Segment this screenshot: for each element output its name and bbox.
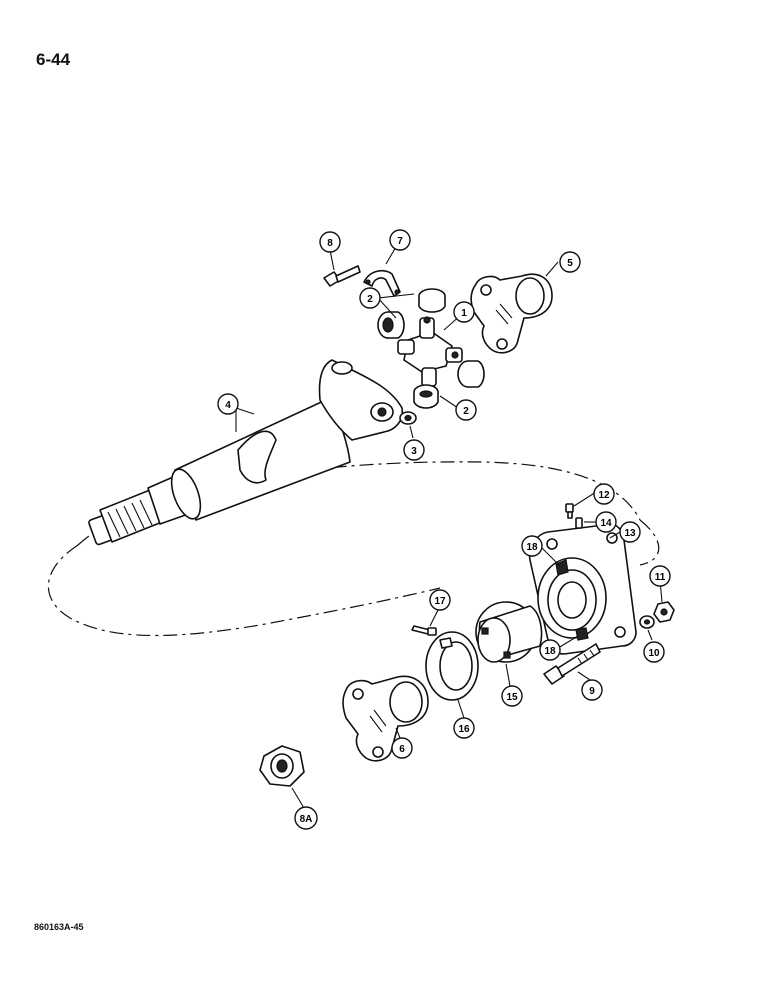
svg-text:5: 5 — [567, 258, 573, 269]
callout-3: 3 — [403, 439, 425, 461]
svg-text:18: 18 — [526, 542, 538, 553]
svg-text:7: 7 — [397, 236, 403, 247]
callout-8a: 8A — [294, 806, 318, 830]
callout-9: 9 — [581, 679, 603, 701]
clamp-ring — [425, 631, 479, 701]
strap-bolt — [323, 265, 361, 287]
svg-text:2: 2 — [367, 294, 373, 305]
callout-16: 16 — [453, 717, 475, 739]
svg-text:14: 14 — [600, 518, 612, 529]
clamp-screw — [411, 625, 437, 636]
callout-8: 8 — [319, 231, 341, 253]
svg-text:11: 11 — [655, 572, 666, 583]
lock-washer — [639, 615, 655, 629]
svg-text:13: 13 — [624, 528, 636, 539]
grease-fitting — [565, 503, 574, 519]
leader-lines — [235, 239, 663, 809]
callout-15: 15 — [501, 685, 523, 707]
bearing-cup-right — [457, 360, 485, 388]
callout-1: 1 — [453, 301, 475, 323]
bearing-cup-left — [377, 311, 405, 339]
svg-text:6: 6 — [399, 744, 405, 755]
svg-text:4: 4 — [225, 400, 231, 411]
callout-2-upper: 2 — [359, 287, 381, 309]
callout-7: 7 — [389, 229, 411, 251]
housing-bolt — [543, 643, 601, 685]
callout-4: 4 — [217, 393, 239, 415]
bearing-cup-bottom — [413, 384, 439, 409]
universal-joint-cross — [397, 316, 463, 387]
bearing-cup-top — [418, 288, 446, 313]
callout-13: 13 — [619, 521, 641, 543]
callout-6: 6 — [391, 737, 413, 759]
svg-text:9: 9 — [589, 686, 595, 697]
callout-11: 11 — [649, 565, 671, 587]
svg-text:1: 1 — [461, 308, 467, 319]
callout-5: 5 — [559, 251, 581, 273]
driveshaft — [88, 359, 404, 546]
svg-text:12: 12 — [598, 490, 610, 501]
svg-text:8A: 8A — [300, 814, 313, 825]
svg-text:2: 2 — [463, 406, 469, 417]
bearing-collar — [475, 601, 543, 663]
page-number: 6-44 — [36, 50, 71, 69]
callout-2-lower: 2 — [455, 399, 477, 421]
svg-text:17: 17 — [434, 596, 446, 607]
callout-12: 12 — [593, 483, 615, 505]
svg-text:3: 3 — [411, 446, 417, 457]
callout-18-upper: 18 — [521, 535, 543, 557]
flange-nut — [259, 745, 305, 787]
flange-yoke-upper — [470, 273, 553, 354]
fitting-adapter — [575, 517, 583, 529]
washer — [399, 411, 417, 425]
flange-yoke-lower — [342, 675, 429, 762]
figure-code: 860163A-45 — [34, 922, 84, 932]
svg-text:10: 10 — [648, 648, 660, 659]
svg-text:15: 15 — [506, 692, 518, 703]
svg-text:16: 16 — [458, 724, 470, 735]
callout-18-lower: 18 — [539, 639, 561, 661]
bearing-housing — [528, 523, 637, 655]
callout-17: 17 — [429, 589, 451, 611]
hex-nut — [653, 601, 675, 623]
callout-10: 10 — [643, 641, 665, 663]
callout-14: 14 — [595, 511, 617, 533]
svg-text:18: 18 — [544, 646, 556, 657]
svg-text:8: 8 — [327, 238, 333, 249]
